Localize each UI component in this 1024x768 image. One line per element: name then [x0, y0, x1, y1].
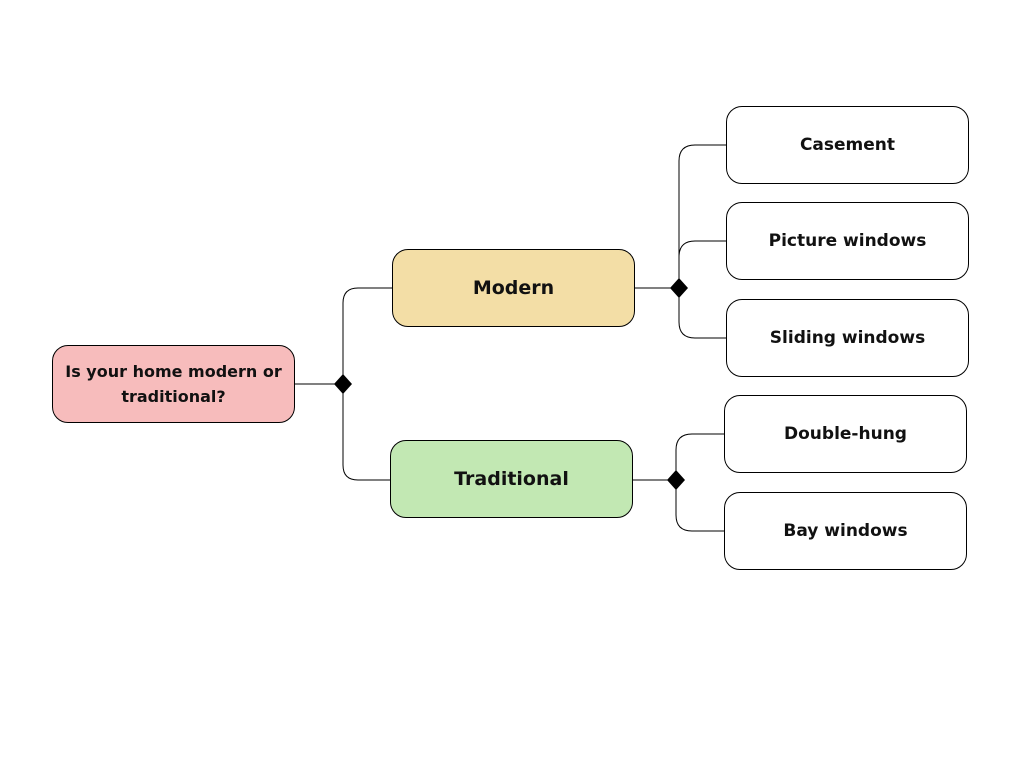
connector-root-to-traditional — [342, 384, 390, 481]
junction-modern — [670, 278, 688, 298]
leaf-label-picture-windows: Picture windows — [768, 231, 927, 251]
junction-traditional — [667, 470, 685, 490]
leaf-node-picture-windows: Picture windows — [726, 202, 969, 280]
connector-traditional-to-bay — [675, 480, 724, 532]
leaf-node-sliding-windows: Sliding windows — [726, 299, 969, 377]
root-question-label: Is your home modern or traditional? — [65, 362, 282, 406]
connector-modern-to-picture — [678, 240, 726, 288]
junction-root — [334, 374, 352, 394]
leaf-label-double-hung: Double-hung — [784, 424, 907, 444]
leaf-label-sliding-windows: Sliding windows — [769, 328, 926, 348]
root-question-node: Is your home modern or traditional? — [52, 345, 295, 423]
leaf-node-bay-windows: Bay windows — [724, 492, 967, 570]
leaf-label-bay-windows: Bay windows — [783, 521, 908, 541]
branch-node-traditional: Traditional — [390, 440, 633, 518]
connector-root-to-modern — [342, 287, 392, 384]
leaf-label-casement: Casement — [799, 135, 896, 155]
branch-label-modern: Modern — [472, 277, 555, 299]
leaf-node-double-hung: Double-hung — [724, 395, 967, 473]
connector-modern-to-casement — [678, 144, 726, 288]
leaf-node-casement: Casement — [726, 106, 969, 184]
connector-modern-to-sliding — [678, 288, 726, 339]
connector-traditional-to-double-hung — [675, 433, 724, 480]
branch-node-modern: Modern — [392, 249, 635, 327]
branch-label-traditional: Traditional — [454, 468, 569, 490]
